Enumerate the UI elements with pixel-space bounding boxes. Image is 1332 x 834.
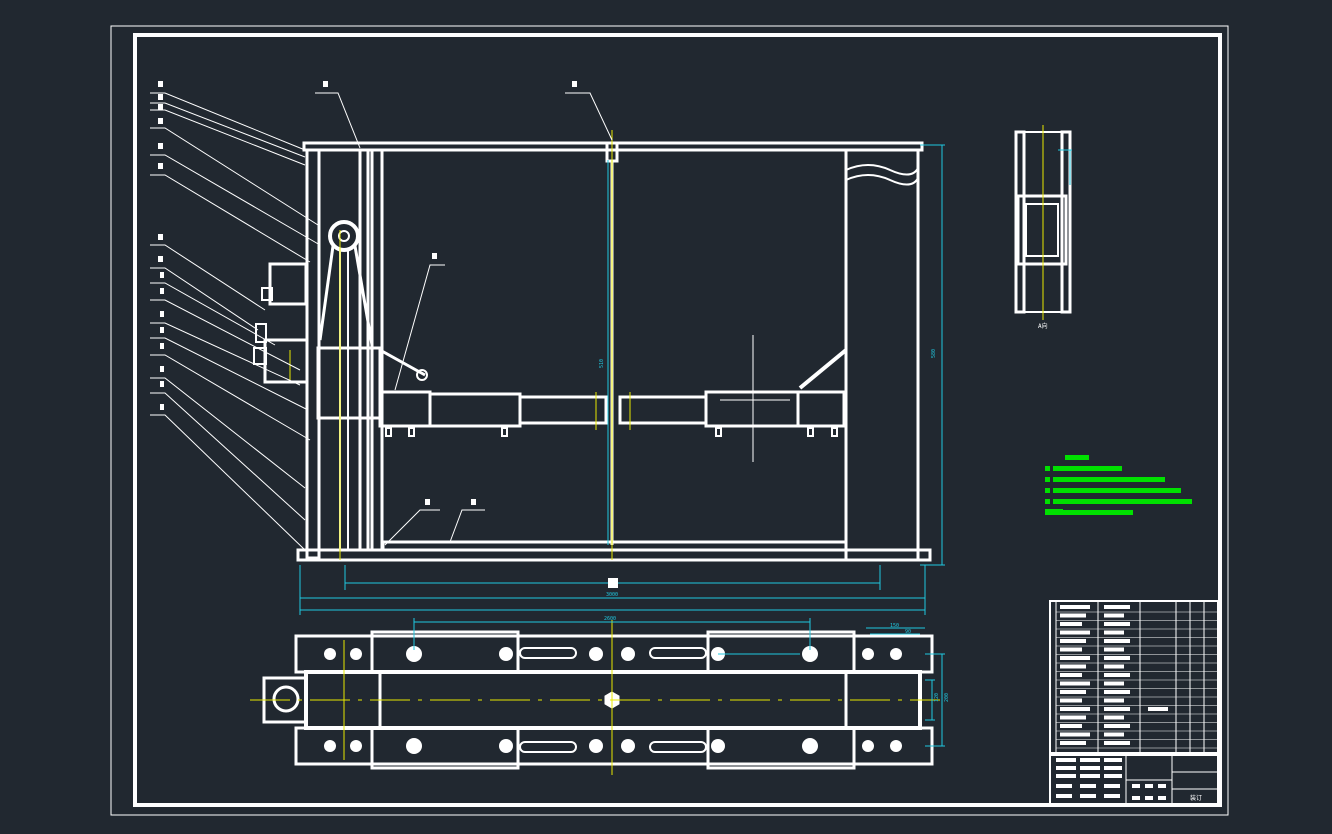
parts-list-cell xyxy=(1060,630,1090,635)
front-view xyxy=(253,141,932,562)
parts-list-cell xyxy=(1060,741,1086,745)
parts-list-cell xyxy=(1104,605,1130,609)
parts-list-cell xyxy=(1104,707,1130,711)
parts-list-cell xyxy=(1104,724,1130,728)
plan-dimensions xyxy=(413,618,945,747)
parts-list-cell xyxy=(1060,613,1086,618)
plan-centerlines xyxy=(250,620,940,775)
parts-list-cell xyxy=(1060,732,1090,737)
parts-list-cell xyxy=(1060,639,1086,643)
parts-list-cell xyxy=(1104,613,1124,618)
side-view-dims xyxy=(1058,149,1072,185)
parts-list-cell xyxy=(1060,707,1090,711)
parts-list-cell xyxy=(1104,690,1130,694)
outer-sheet-border xyxy=(110,25,1229,816)
parts-list-cell xyxy=(1060,724,1082,728)
parts-list-cell xyxy=(1104,715,1124,720)
title-block xyxy=(1049,754,1219,806)
parts-list-cell xyxy=(1104,664,1124,669)
parts-list-cell xyxy=(1060,664,1086,669)
dim-small-a: 150 xyxy=(890,623,899,629)
parts-list-cell xyxy=(1060,605,1090,609)
parts-list-cell xyxy=(1060,656,1090,660)
title-block-mark: 装订 xyxy=(1190,794,1202,802)
dim-text-mask xyxy=(608,578,618,588)
plan-holes xyxy=(324,646,902,754)
parts-list-cell xyxy=(1060,681,1090,686)
parts-list-cell xyxy=(1060,647,1082,652)
front-dimensions xyxy=(299,144,945,615)
inner-sheet-border xyxy=(133,33,1222,807)
parts-list-cell xyxy=(1104,622,1130,626)
parts-list-cell xyxy=(1104,673,1130,677)
dim-overall-height: 580 xyxy=(931,349,937,358)
dim-plan-width: 2600 xyxy=(604,616,616,622)
dim-side-b: 120 xyxy=(934,693,940,702)
technical-notes xyxy=(1045,455,1192,515)
dim-overall-width: 3000 xyxy=(606,592,618,598)
part-leaders-left xyxy=(150,92,613,551)
parts-list-cell xyxy=(1104,741,1130,745)
parts-list-cell xyxy=(1060,690,1086,694)
dim-side-a: 200 xyxy=(944,693,950,702)
parts-list-cell xyxy=(1060,698,1082,703)
parts-list-cell xyxy=(1104,732,1124,737)
parts-list-cell xyxy=(1104,656,1130,660)
parts-list-cell xyxy=(1060,673,1082,677)
part-number-markers xyxy=(158,81,577,505)
dim-inner-height: 510 xyxy=(599,359,605,368)
parts-list-cell xyxy=(1060,715,1086,720)
dim-small-b: 90 xyxy=(905,629,911,635)
parts-list-cell xyxy=(1104,647,1124,652)
view-label-a: A向 xyxy=(1038,322,1048,330)
parts-list-cell xyxy=(1104,639,1130,643)
parts-list-cell xyxy=(1104,698,1124,703)
parts-list-cell xyxy=(1148,707,1168,711)
parts-list-rows xyxy=(1056,605,1218,749)
title-block-cells xyxy=(1056,758,1166,800)
parts-list-cell xyxy=(1104,630,1124,635)
parts-list xyxy=(1049,600,1219,754)
parts-list-cell xyxy=(1104,681,1124,686)
parts-list-cell xyxy=(1060,622,1082,626)
